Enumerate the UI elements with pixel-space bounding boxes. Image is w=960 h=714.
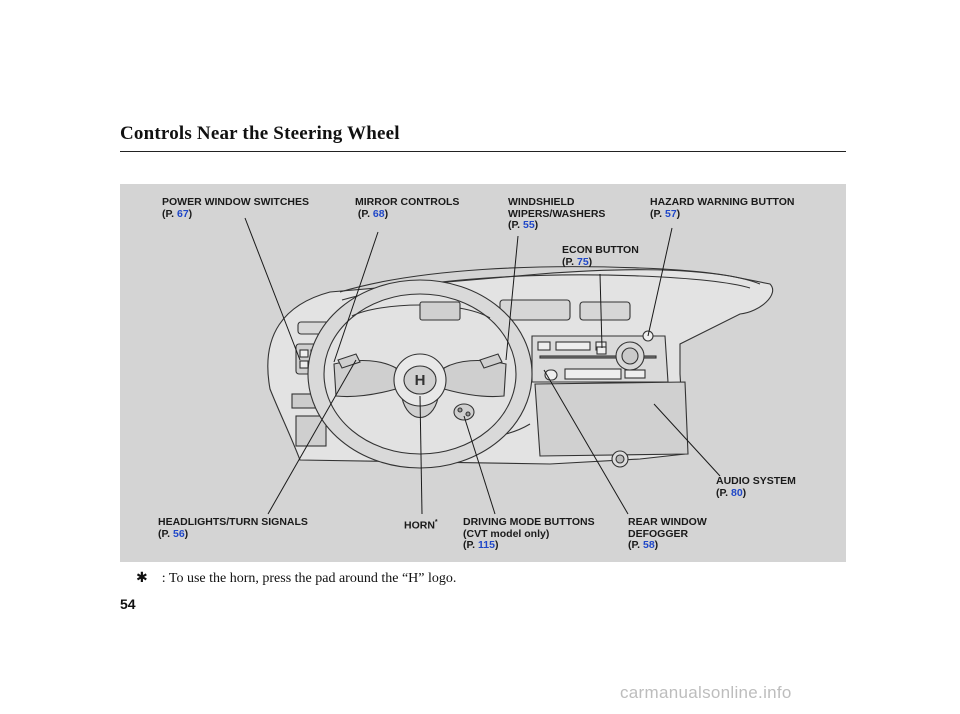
leader-driving-mode	[463, 415, 496, 515]
footnote-star: ✱	[136, 571, 148, 586]
footnote: ✱ : To use the horn, press the pad around…	[136, 570, 456, 587]
label-driving-mode-buttons: DRIVING MODE BUTTONS (CVT model only) (P…	[463, 516, 595, 552]
label-hazard-warning: HAZARD WARNING BUTTON (P. 57)	[650, 196, 795, 220]
audio-label: AUDIO SYSTEM	[716, 475, 796, 487]
title-rule	[120, 151, 846, 152]
footnote-text: : To use the horn, press the pad around …	[161, 571, 457, 586]
power-window-page-link[interactable]: 67	[176, 207, 189, 220]
horn-asterisk: *	[434, 519, 438, 526]
watermark[interactable]: carmanualsonline.info	[620, 683, 792, 702]
audio-page-ref: (P. 80)	[716, 486, 747, 499]
wipers-label-line2: WIPERS/WASHERS	[508, 207, 606, 220]
leader-hazard	[647, 227, 673, 337]
hazard-page-link[interactable]: 57	[664, 207, 677, 220]
mirror-page-link[interactable]: 68	[372, 207, 385, 220]
leader-headlights	[267, 359, 357, 515]
label-rear-window-defogger: REAR WINDOW DEFOGGER (P. 58)	[628, 516, 707, 552]
hazard-page-ref: (P. 57)	[650, 207, 681, 220]
dashboard-illustration: H	[244, 217, 773, 515]
leader-power-window	[244, 217, 301, 361]
econ-page-ref: (P. 75)	[562, 255, 593, 268]
leader-horn	[419, 395, 423, 515]
leader-rear-defogger	[543, 369, 629, 515]
defogger-page-link[interactable]: 58	[642, 539, 655, 551]
econ-page-link[interactable]: 75	[576, 255, 589, 268]
econ-label: ECON BUTTON	[562, 244, 639, 256]
h-logo: H	[415, 372, 426, 389]
wipers-page-ref: (P. 55)	[508, 219, 539, 231]
driving-mode-page-link[interactable]: 115	[477, 539, 495, 551]
leader-audio	[653, 403, 721, 477]
leader-wipers	[505, 235, 519, 361]
label-econ-button: ECON BUTTON (P. 75)	[562, 244, 639, 268]
wipers-page-link[interactable]: 55	[522, 219, 535, 231]
wipers-label-line1: WINDSHIELD	[508, 196, 575, 208]
label-horn: HORN*	[404, 517, 438, 532]
defogger-page-ref: (P. 58)	[628, 539, 659, 551]
label-power-window-switches: POWER WINDOW SWITCHES (P. 67)	[162, 196, 309, 220]
driving-mode-label-line2: (CVT model only)	[463, 527, 550, 540]
defogger-label-line1: REAR WINDOW	[628, 516, 707, 528]
label-windshield-wipers: WINDSHIELD WIPERS/WASHERS (P. 55)	[508, 196, 606, 232]
driving-mode-label-line1: DRIVING MODE BUTTONS	[463, 516, 595, 528]
headlights-page-link[interactable]: 56	[172, 527, 185, 540]
headlights-page-ref: (P. 56)	[158, 527, 189, 540]
power-window-page-ref: (P. 67)	[162, 207, 193, 220]
label-audio-system: AUDIO SYSTEM (P. 80)	[716, 475, 796, 499]
leader-mirror	[333, 231, 379, 363]
page-number: 54	[120, 596, 136, 612]
page-title: Controls Near the Steering Wheel	[120, 123, 400, 144]
leader-econ	[599, 273, 603, 349]
label-headlights-turn-signals: HEADLIGHTS/TURN SIGNALS (P. 56)	[158, 516, 308, 540]
mirror-label: MIRROR CONTROLS	[355, 196, 460, 208]
mirror-page-ref: (P. 68)	[357, 207, 389, 220]
power-window-label: POWER WINDOW SWITCHES	[162, 196, 309, 208]
horn-label: HORN	[404, 519, 435, 532]
hazard-label: HAZARD WARNING BUTTON	[650, 196, 795, 208]
defogger-label-line2: DEFOGGER	[628, 527, 689, 540]
headlights-label: HEADLIGHTS/TURN SIGNALS	[158, 516, 308, 528]
label-mirror-controls: MIRROR CONTROLS (P. 68)	[355, 196, 460, 220]
audio-page-link[interactable]: 80	[730, 486, 743, 499]
driving-mode-page-ref: (P. 115)	[463, 539, 499, 551]
